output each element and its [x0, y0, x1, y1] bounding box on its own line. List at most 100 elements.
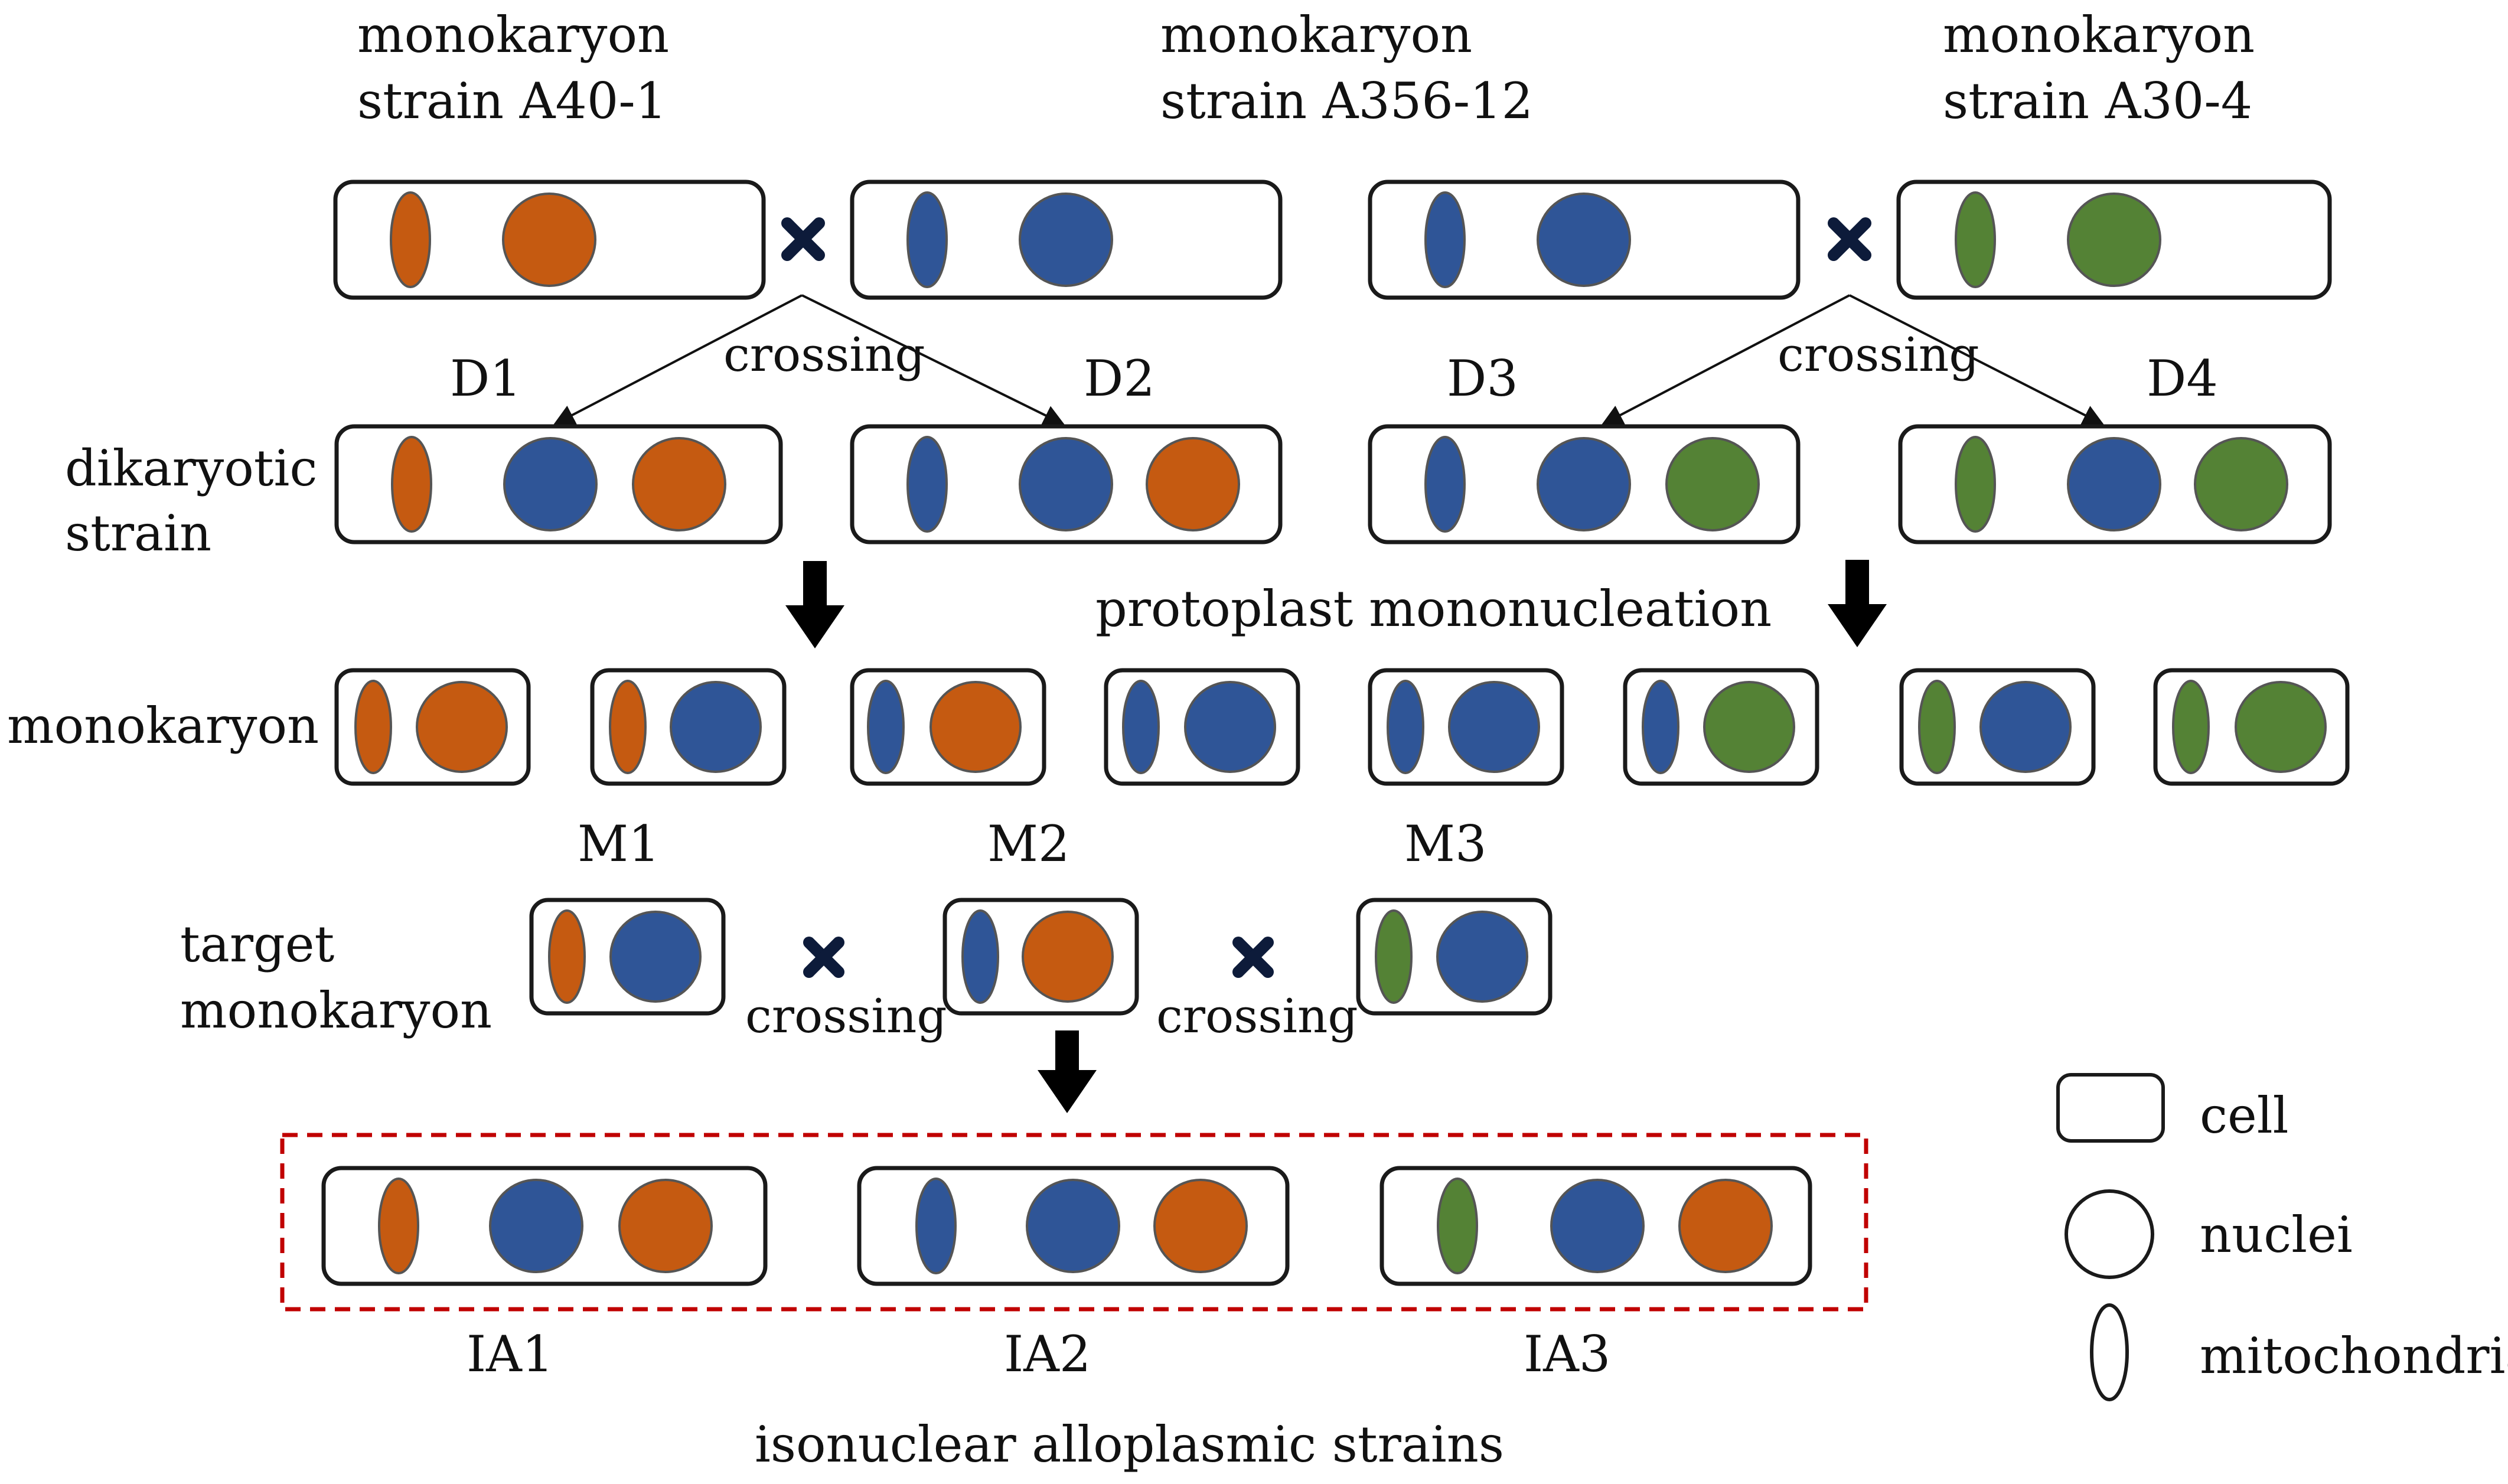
nucleus: [1019, 437, 1113, 531]
nucleus: [2067, 437, 2161, 531]
parent-cell-a40: [333, 180, 766, 300]
nucleus: [618, 1179, 713, 1273]
ia2-label: IA2: [1004, 1325, 1091, 1383]
m1-label: M1: [578, 815, 660, 873]
monokaryon-cell-1: [334, 668, 531, 786]
monokaryon-cell-2: [590, 668, 787, 786]
monokaryon-row-label: monokaryon: [7, 697, 319, 755]
strain-a40-label-line2: strain A40-1: [357, 72, 667, 130]
mitochondrion: [1122, 680, 1160, 774]
nucleus: [489, 1179, 583, 1273]
nucleus: [1537, 437, 1631, 531]
target-cell-m1: [529, 898, 726, 1016]
nucleus: [1979, 681, 2072, 773]
cross-symbol: [1232, 937, 1274, 978]
nucleus: [609, 911, 702, 1003]
legend-mitochondria-label: mitochondria: [2200, 1327, 2508, 1385]
cross-symbol: [1828, 217, 1871, 261]
legend-nuclei-label: nuclei: [2200, 1206, 2353, 1264]
m3-label: M3: [1404, 815, 1486, 873]
isonuclear-cell-ia3: [1379, 1166, 1812, 1286]
crossing-arrows-right: [1601, 294, 2105, 425]
mitochondrion: [1375, 909, 1413, 1004]
mitochondrion: [1955, 191, 1996, 288]
monokaryon-cell-5: [1368, 668, 1564, 786]
isonuclear-cell-ia2: [857, 1166, 1290, 1286]
nucleus: [1022, 911, 1114, 1003]
legend-cell-label: cell: [2200, 1087, 2289, 1144]
nucleus: [670, 681, 762, 773]
nucleus: [1665, 437, 1760, 531]
isonuclear-group-box: [280, 1133, 1868, 1312]
ia1-label: IA1: [467, 1325, 553, 1383]
legend: cell nuclei mitochondria: [2056, 1073, 2508, 1401]
mitochondrion: [2172, 680, 2210, 774]
strain-a40-label-line1: monokaryon: [357, 6, 669, 64]
crossing-label: crossing: [723, 327, 925, 382]
dikaryon-cell-d1: [334, 424, 783, 544]
nucleus: [1184, 681, 1276, 773]
dikaryon-cell-d3: [1368, 424, 1801, 544]
mitochondrion: [609, 680, 647, 774]
nucleus: [502, 193, 596, 287]
nucleus: [1019, 193, 1113, 287]
thick-down-arrow: [785, 561, 844, 648]
dikaryon-cell-d4: [1898, 424, 2332, 544]
protoplast-label: protoplast mononucleation: [1095, 580, 1772, 638]
mitochondrion: [915, 1178, 957, 1274]
monokaryon-cell-6: [1623, 668, 1819, 786]
legend-mitochondria-swatch: [2090, 1303, 2129, 1401]
mitochondrion: [906, 191, 948, 288]
m2-label: M2: [987, 815, 1069, 873]
monokaryon-cell-7: [1899, 668, 2096, 786]
mitochondrion: [548, 909, 586, 1004]
nucleus: [503, 437, 598, 531]
mitochondrion: [1918, 680, 1956, 774]
nucleus: [1678, 1179, 1773, 1273]
d4-label: D4: [2147, 350, 2218, 407]
crossing-label: crossing: [745, 989, 947, 1043]
cross-symbol: [781, 217, 825, 261]
crossing-label: crossing: [1156, 989, 1358, 1043]
dikaryotic-label-line1: dikaryotic: [65, 439, 317, 497]
strain-a30-label-line1: monokaryon: [1943, 6, 2255, 64]
mitochondrion: [1437, 1178, 1478, 1274]
strain-a356-label-line2: strain A356-12: [1160, 72, 1533, 130]
cross-symbol: [803, 937, 844, 978]
nucleus: [1550, 1179, 1645, 1273]
d3-label: D3: [1447, 350, 1518, 407]
d2-label: D2: [1084, 350, 1155, 407]
strain-a356-label-line1: monokaryon: [1160, 6, 1472, 64]
parent-cell-a356-left: [850, 180, 1283, 300]
nucleus: [1026, 1179, 1120, 1273]
nucleus: [2235, 681, 2327, 773]
crossing-arrows-left: [553, 294, 1065, 425]
thick-down-arrow: [1038, 1030, 1097, 1113]
nucleus: [1436, 911, 1528, 1003]
dikaryon-cell-d2: [850, 424, 1283, 544]
nucleus: [1153, 1179, 1248, 1273]
mitochondrion: [961, 909, 999, 1004]
crossing-label: crossing: [1778, 327, 1979, 382]
legend-nuclei-swatch: [2065, 1189, 2154, 1279]
thick-down-arrow: [1828, 560, 1887, 647]
isonuclear-cell-ia1: [321, 1166, 768, 1286]
target-cell-m3: [1356, 898, 1553, 1016]
nucleus: [1703, 681, 1795, 773]
strain-a30-label-line2: strain A30-4: [1943, 72, 2252, 130]
dikaryotic-label-line2: strain: [65, 504, 211, 562]
nucleus: [2194, 437, 2288, 531]
nucleus: [1146, 437, 1240, 531]
mitochondrion: [1642, 680, 1679, 774]
mitochondrion: [378, 1178, 419, 1274]
mitochondrion: [1955, 436, 1996, 533]
parent-cell-a356-right: [1368, 180, 1801, 300]
nucleus: [416, 681, 508, 773]
target-cell-m2: [942, 898, 1139, 1016]
mitochondrion: [1424, 436, 1466, 533]
mitochondrion: [1387, 680, 1424, 774]
parent-cell-a30: [1896, 180, 2332, 300]
legend-cell-swatch: [2056, 1073, 2165, 1143]
mitochondrion: [1424, 191, 1466, 288]
target-label-line1: target: [180, 915, 334, 973]
